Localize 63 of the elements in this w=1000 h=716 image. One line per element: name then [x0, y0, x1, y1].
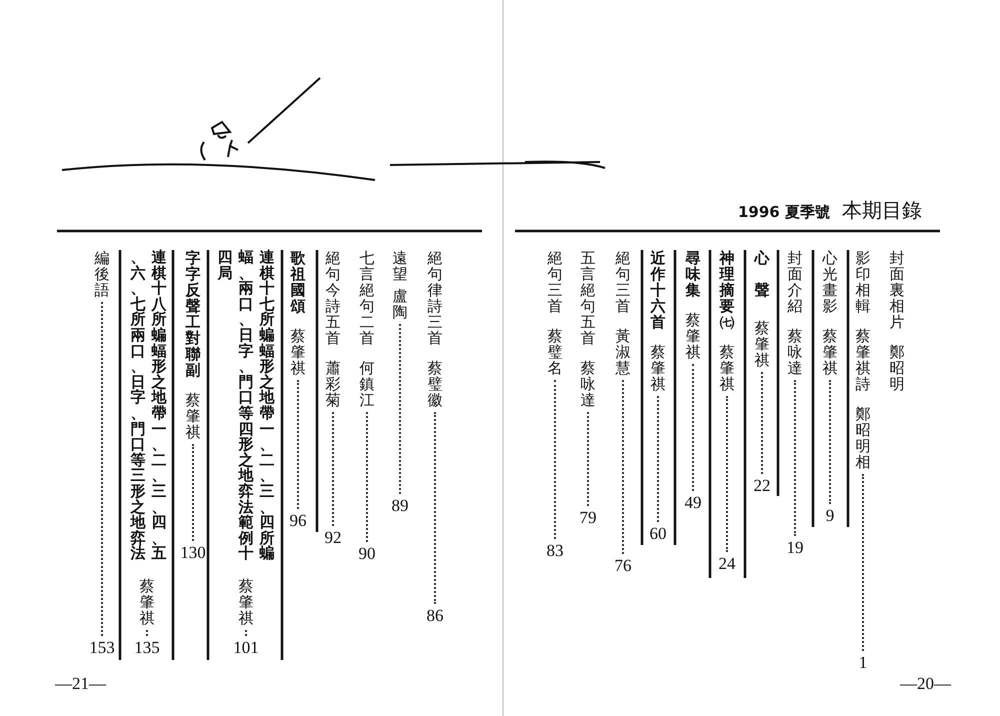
author-name: 蔡咏達	[787, 328, 803, 376]
author-name: 蔡璧名	[547, 328, 563, 376]
author-name: 蔡肇祺	[238, 578, 254, 626]
page-number: 86	[426, 607, 444, 625]
author-name: 黃淑慧	[615, 328, 631, 376]
page-number: 92	[324, 529, 342, 547]
page-number: 19	[786, 539, 804, 557]
page-number: 24	[718, 555, 736, 573]
entry-title: 連棋十八所蝙蝠形之地帶一、二、三、四、五、六、七所兩口、日字、門口等三形之地弈法	[129, 250, 168, 562]
page-number: 153	[89, 639, 115, 657]
page-number: 76	[614, 557, 632, 575]
page-number: 130	[180, 544, 206, 562]
page-number: 49	[684, 494, 702, 512]
page-number: 101	[233, 639, 259, 657]
page-number: 89	[392, 497, 408, 515]
folio-number: —21—	[55, 675, 106, 693]
entry-title: 字字反聲工對聯副	[185, 250, 201, 378]
entry-title: 絕句律詩三首	[427, 250, 443, 346]
page-number: 60	[650, 525, 666, 543]
entry-title: 遠望	[392, 250, 408, 282]
entry-title: 絕句三首	[615, 250, 631, 314]
author-name: 鄭昭明相	[855, 406, 871, 470]
entry-title: 近作十六首	[650, 250, 666, 330]
author-name: 蔡肇祺	[822, 328, 838, 376]
author-name: 蕭彩菊	[325, 360, 341, 408]
page-number: 22	[754, 477, 770, 495]
entry-title: 編後語	[94, 250, 110, 298]
page-number: 1	[858, 654, 868, 672]
page-number: 96	[290, 512, 306, 530]
author-name: 蔡肇祺	[650, 344, 666, 392]
author-name: 蔡咏達	[580, 360, 596, 408]
entry-title: 心光畫影	[822, 250, 838, 314]
author-name: 蔡肇祺	[754, 320, 770, 368]
entry-title: 七言絕句二首	[359, 250, 375, 346]
entry-title: 心聲	[754, 248, 770, 301]
entry-title: 五言絕句五首	[580, 250, 596, 346]
author-name: 盧陶	[392, 288, 408, 320]
page-title: 本期目錄	[842, 198, 922, 222]
entry-title: 神理摘要㈦	[719, 250, 735, 330]
author-name: 蔡肇祺	[719, 344, 735, 392]
author-name: 何鎮江	[359, 360, 375, 408]
entry-title: 影印相輯	[855, 250, 871, 314]
entry-title: 封面裏相片	[889, 250, 905, 330]
issue-label: 1996 夏季號	[738, 203, 830, 222]
page-number: 83	[546, 542, 564, 560]
entry-title: 歌祖國頌	[290, 250, 306, 314]
page-number: 79	[580, 509, 596, 527]
author-name: 蔡肇祺詩	[855, 328, 871, 392]
page-number: 90	[358, 545, 376, 563]
author-name: 鄭昭明	[889, 344, 905, 392]
entry-title: 連棋十七所蝙蝠形之地帶一、二、三、四所蝙蝠、兩口、日字、門口等四形之地弈法範例十四局	[216, 250, 276, 562]
entry-title: 封面介紹	[787, 250, 803, 314]
author-name: 蔡肇祺	[139, 578, 155, 626]
author-name: 蔡肇祺	[185, 392, 201, 440]
page-number: 135	[134, 639, 160, 657]
entry-title: 絕句今詩五首	[325, 250, 341, 346]
entry-title: 絕句三首	[547, 250, 563, 314]
author-name: 蔡肇祺	[685, 312, 701, 360]
entry-title: 尋味集	[685, 250, 701, 298]
folio-number: —20—	[900, 675, 951, 693]
author-name: 蔡璧徽	[427, 360, 443, 408]
author-name: 蔡肇祺	[290, 328, 306, 376]
page-number: 9	[826, 507, 834, 525]
